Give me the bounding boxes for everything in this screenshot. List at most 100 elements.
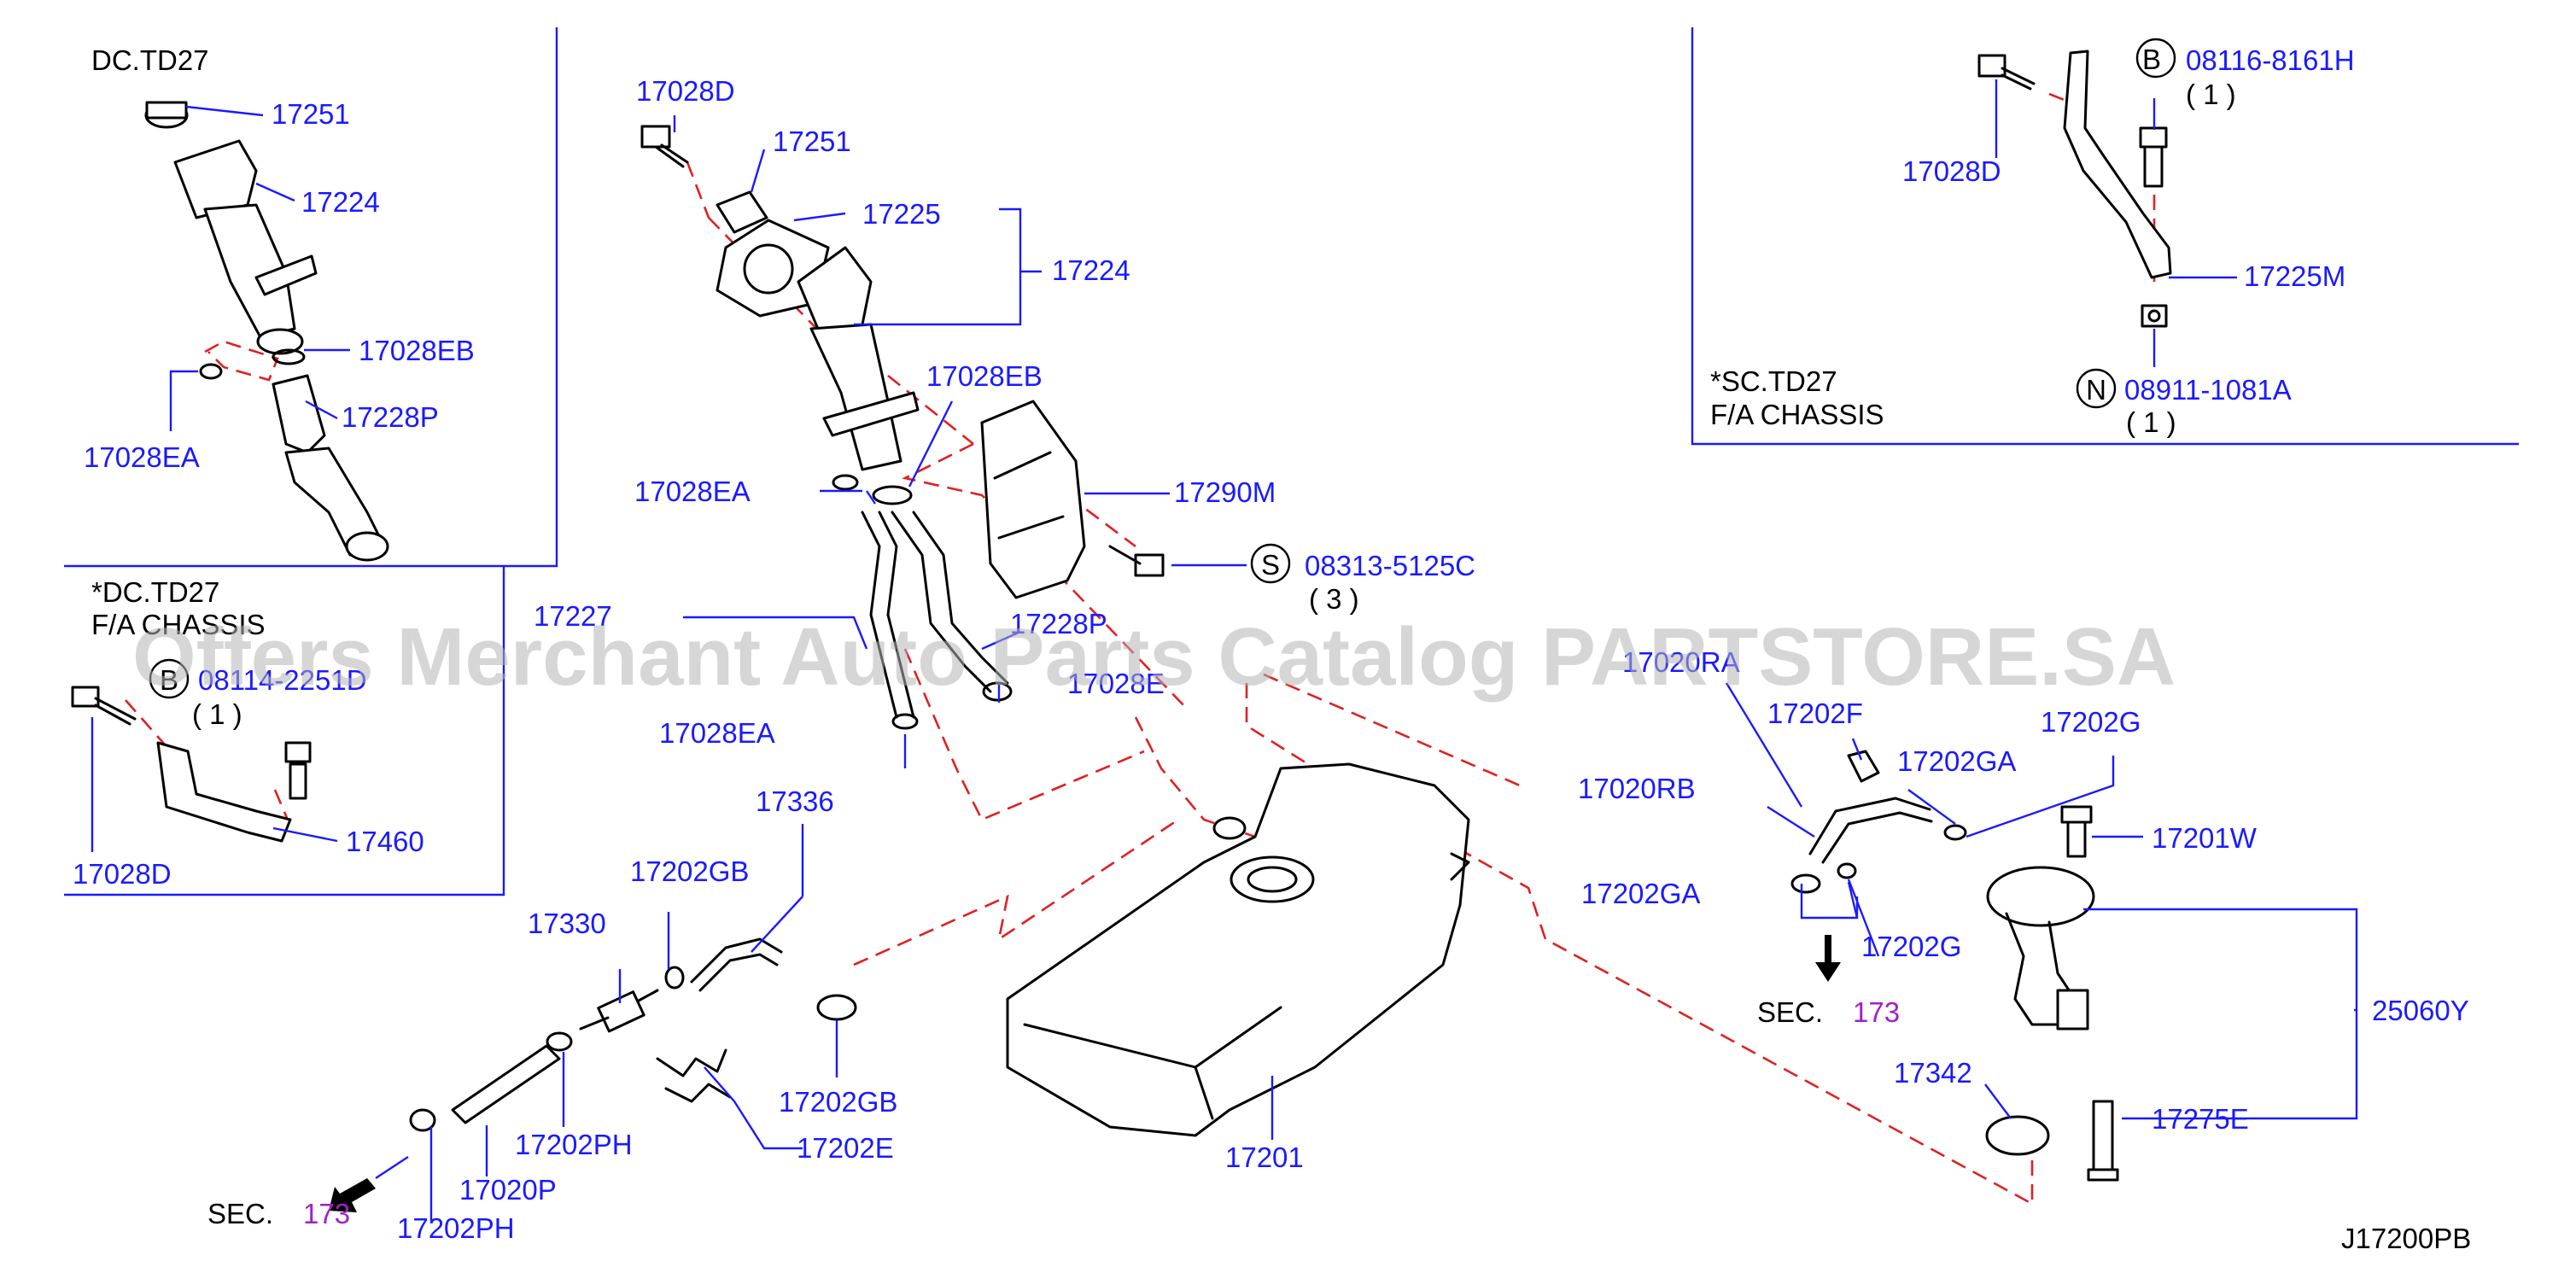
clamp-icon-17202GB-a <box>664 966 685 990</box>
inset-frames <box>64 27 2519 896</box>
part-label: 17224 <box>301 186 380 218</box>
circle-s1 <box>1250 543 1291 584</box>
fuel-shield-icon-17290M <box>980 400 1086 599</box>
bolt-icon-right-inset <box>1977 54 2036 90</box>
circle-b2 <box>149 658 190 699</box>
watermark: Offers Merchant Auto Parts Catalog PARTS… <box>132 611 2176 703</box>
std-number-b2: 08114-2251D <box>198 664 367 696</box>
sec-ref-left[interactable]: 173 <box>303 1198 350 1229</box>
std-qty-n1: ( 1 ) <box>2126 406 2176 438</box>
inset-title-sc-td27-fa-1: *SC.TD27 <box>1710 365 1837 397</box>
part-label: 17028EB <box>926 360 1043 392</box>
clamp-icon-main-b <box>832 474 859 491</box>
vent-tube-icon-17020RA <box>1808 797 1933 864</box>
part-label: 17228P <box>1010 608 1107 639</box>
part-label: 17202G <box>2041 706 2141 738</box>
part-label: 17275E <box>2152 1103 2249 1135</box>
clamp-icon-17202PH-b <box>409 1108 436 1132</box>
part-label: 17202PH <box>515 1129 633 1160</box>
clamp-icon-left-a <box>199 363 223 380</box>
std-number-s1: 08313-5125C <box>1305 550 1475 581</box>
inset-title-dc-td27: DC.TD27 <box>91 44 209 76</box>
sec-label-left: SEC. <box>207 1198 273 1229</box>
part-label: 17290M <box>1174 476 1276 508</box>
part-label: 17202PH <box>397 1212 515 1244</box>
part-label: 17028EA <box>634 476 751 507</box>
part-label: 17460 <box>346 826 424 857</box>
arrow-icon-sec-left <box>329 1178 376 1212</box>
filler-neck-icon-left <box>173 139 318 355</box>
fuel-pipe-icon-17020P <box>451 1044 561 1124</box>
vent-hose-icon-17227 <box>861 511 915 719</box>
part-label: 17202E <box>797 1132 894 1164</box>
part-label: 17202GA <box>1581 878 1700 909</box>
std-qty-b2: ( 1 ) <box>192 698 242 730</box>
part-label: 17225M <box>2244 260 2345 292</box>
part-label: 17028EB <box>359 335 475 366</box>
filler-cap-icon-main <box>716 190 768 234</box>
sec-label-right: SEC. <box>1757 996 1823 1028</box>
std-letter-b1: B <box>2142 44 2161 75</box>
inset-title-dc-td27-fa-2: F/A CHASSIS <box>91 609 266 640</box>
fuel-tank-icon <box>1006 762 1470 1137</box>
clamp-icon-main-d <box>891 713 919 730</box>
clamp-icon-17202GA-b <box>1790 873 1821 894</box>
part-label: 17020RB <box>1578 773 1696 804</box>
bolt-icon-08116 <box>2139 126 2168 188</box>
seal-icon-17342 <box>1985 1115 2050 1156</box>
leader-lines <box>91 79 2358 1221</box>
clip-icon-17202F <box>1847 750 1880 783</box>
part-label: 17202F <box>1767 698 1863 729</box>
std-qty-s1: ( 3 ) <box>1309 583 1359 615</box>
inset-title-sc-td27-fa-2: F/A CHASSIS <box>1710 399 1884 430</box>
bolt-icon-left-inset <box>71 686 137 726</box>
part-label: 17201 <box>1225 1141 1304 1173</box>
part-label: 17251 <box>773 126 851 157</box>
clamp-icon-17202GB-b <box>816 994 857 1021</box>
part-label: 17028D <box>636 75 735 107</box>
bracket-icon-17225M <box>2063 50 2172 279</box>
filler-hose-icon-17228P <box>891 511 1009 693</box>
part-label: 17225 <box>862 198 941 230</box>
bolt-icon-08313 <box>1108 545 1165 577</box>
part-label: 17020P <box>459 1174 557 1206</box>
filler-cap-icon-left <box>144 101 189 129</box>
clamp-icon-main-c <box>982 681 1013 702</box>
clamp-icon-main-a <box>872 485 913 505</box>
bolt-icon-main <box>640 125 689 168</box>
part-label: 25060Y <box>2372 995 2469 1026</box>
part-label: 17202G <box>1861 931 1961 962</box>
part-label: 17202GA <box>1897 745 2016 777</box>
filler-hose-icon-left <box>272 374 389 562</box>
arrow-icon-sec-right <box>1815 935 1841 982</box>
part-label: 17201W <box>2152 822 2258 854</box>
part-label: 17228P <box>342 401 439 433</box>
part-label: 17330 <box>528 908 606 939</box>
circle-n1 <box>2076 368 2117 409</box>
circle-b1 <box>2135 38 2176 79</box>
std-number-b1: 08116-8161H <box>2186 44 2355 76</box>
sec-ref-right[interactable]: 173 <box>1853 996 1900 1028</box>
diagram-code: J17200PB <box>2341 1223 2471 1254</box>
evap-hose-icon-17336 <box>690 937 783 992</box>
clamp-icon-left-b <box>272 348 306 365</box>
std-letter-b2: B <box>160 664 178 696</box>
fuel-sender-icon-25060Y <box>1986 866 2095 1031</box>
part-drawings <box>71 50 2172 1212</box>
part-label: 17028EA <box>84 441 200 473</box>
wire-icon-17202E <box>656 1048 732 1103</box>
part-label: 17227 <box>534 600 612 632</box>
std-qty-b1: ( 1 ) <box>2186 79 2236 110</box>
part-label: 17342 <box>1894 1057 1972 1089</box>
nut-icon-08911 <box>2141 304 2168 328</box>
labels: DC.TD27 *DC.TD27 F/A CHASSIS *SC.TD27 F/… <box>73 44 2471 1254</box>
bolt-icon-17201W <box>2060 805 2093 858</box>
part-label: 17028E <box>1067 668 1165 699</box>
part-label: 17202GB <box>630 855 749 887</box>
bolt-icon-b-left-inset <box>284 741 312 800</box>
part-label: 17028EA <box>659 717 775 749</box>
std-letter-n1: N <box>2086 374 2106 406</box>
part-label: 17028D <box>73 858 172 890</box>
filler-neck-icon-main <box>797 246 920 471</box>
